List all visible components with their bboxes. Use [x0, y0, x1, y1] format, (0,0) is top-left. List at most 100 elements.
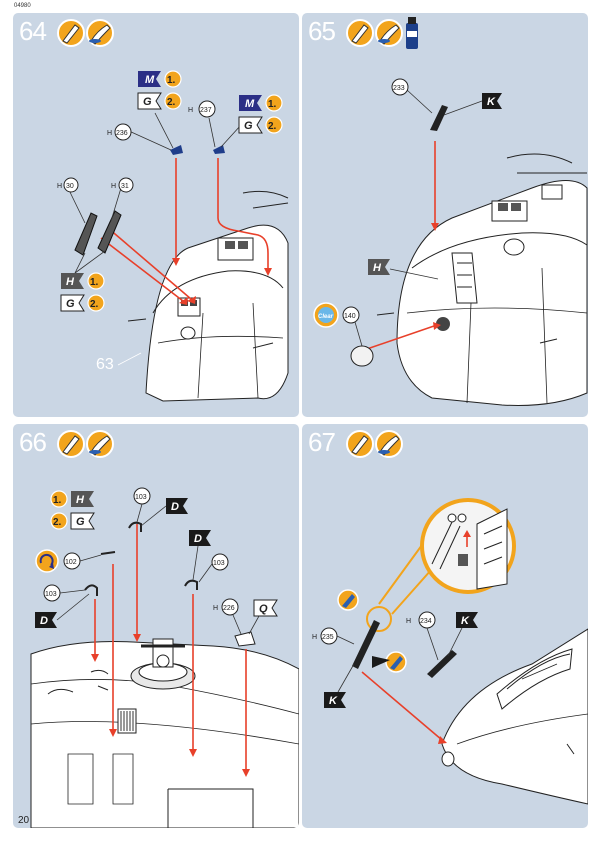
part-callout-234: H 234	[406, 611, 436, 629]
svg-text:103: 103	[213, 560, 225, 567]
color-tag-D-left: D	[35, 612, 57, 628]
assembly-arrows	[363, 141, 436, 351]
color-tag-Q: Q	[253, 599, 278, 617]
color-tag-D-top: D	[166, 498, 188, 514]
assembly-arrows	[361, 671, 443, 741]
part-callout-103-right: 103	[211, 553, 229, 571]
part-236-shape	[170, 145, 183, 155]
svg-text:H: H	[107, 130, 112, 137]
color-tag-H-1: 1. H	[50, 490, 94, 508]
arrow-heads	[172, 258, 272, 305]
step-66-panel: 66	[13, 424, 299, 828]
sequence-number: 1.	[167, 75, 176, 86]
color-tag-G-2: G 2.	[137, 92, 182, 110]
part-235-shape	[352, 620, 380, 669]
color-letter: G	[244, 120, 253, 132]
step-66-drawing: 1. H 2. G 102 103 D	[30, 430, 299, 828]
svg-text:H: H	[76, 494, 85, 506]
part-callout-140: 140	[342, 306, 360, 324]
svg-text:Clear: Clear	[318, 314, 334, 320]
arrow-heads	[91, 634, 250, 777]
nose-section-drawing	[441, 628, 588, 805]
paint-brush-icon	[86, 430, 114, 458]
svg-text:30: 30	[66, 183, 74, 190]
sequence-number: 1.	[268, 99, 277, 110]
svg-text:103: 103	[45, 591, 57, 598]
step-65-drawing: 233 K H Clear 140	[313, 17, 588, 406]
svg-text:G: G	[76, 516, 85, 528]
svg-text:Q: Q	[259, 603, 268, 615]
document-number: 04980	[14, 3, 31, 9]
svg-text:234: 234	[420, 618, 432, 625]
part-31-shape	[97, 210, 122, 254]
part-233-shape	[430, 105, 448, 131]
paint-brush-icon	[375, 19, 403, 47]
detail-marker-circle	[366, 606, 392, 632]
svg-text:K: K	[487, 96, 496, 108]
sequence-number: 1.	[90, 277, 99, 288]
rotate-arrow-icon	[35, 549, 59, 573]
svg-text:D: D	[194, 533, 202, 545]
step-65-panel: 65	[302, 13, 588, 417]
color-tag-D-right: D	[189, 530, 211, 546]
color-letter: G	[143, 96, 152, 108]
sub-assembly-ref: 63	[96, 356, 114, 373]
svg-text:K: K	[329, 695, 338, 707]
svg-text:H: H	[213, 605, 218, 612]
part-140-shape	[350, 345, 374, 367]
part-callout-103-left: 103	[43, 584, 61, 602]
svg-text:D: D	[40, 615, 48, 627]
part-226-shape	[234, 631, 256, 647]
sequence-number: 2.	[167, 97, 176, 108]
part-callout-226: H 226	[213, 598, 239, 616]
svg-text:H: H	[111, 183, 116, 190]
part-callout-102: 102	[63, 552, 81, 570]
step-number: 66	[19, 427, 47, 457]
part-237-shape	[213, 145, 225, 154]
step-number: 65	[308, 16, 336, 46]
glue-icon	[346, 19, 374, 47]
glue-icon	[346, 430, 374, 458]
sequence-number: 2.	[268, 121, 277, 132]
color-tag-G-2c: G 2.	[60, 294, 105, 312]
svg-text:1.: 1.	[53, 495, 62, 506]
clear-paint-badge: Clear	[313, 302, 339, 328]
part-102-shape	[100, 551, 116, 555]
step-64-panel: 64	[13, 13, 299, 417]
part-103-right-shape	[184, 579, 198, 590]
glue-point-icon-top	[337, 589, 359, 611]
nose-section-drawing	[127, 190, 289, 402]
part-callout-233: 233	[391, 78, 409, 96]
svg-text:31: 31	[121, 183, 129, 190]
step-64-drawing: M 1. G 2. M 1. G 2. H 1.	[57, 19, 289, 402]
svg-text:236: 236	[116, 130, 128, 137]
svg-text:H: H	[312, 634, 317, 641]
step-number: 67	[308, 427, 336, 457]
detail-magnifier	[378, 498, 516, 615]
glue-icon	[57, 430, 85, 458]
color-tag-H: H	[368, 259, 390, 275]
nose-section-drawing	[376, 153, 588, 406]
paint-brush-icon	[86, 19, 114, 47]
glue-bottle-icon	[406, 17, 418, 49]
svg-text:140: 140	[344, 313, 356, 320]
step-number: 64	[19, 16, 47, 46]
color-tag-G-2: 2. G	[50, 512, 95, 530]
svg-text:103: 103	[135, 494, 147, 501]
svg-text:102: 102	[65, 559, 77, 566]
color-tag-G-2b: G 2.	[238, 116, 283, 134]
part-callout-103-top: 103	[133, 487, 151, 505]
step-67-panel: 67	[302, 424, 588, 828]
sequence-number: 2.	[90, 299, 99, 310]
svg-text:D: D	[171, 501, 179, 513]
svg-text:226: 226	[223, 605, 235, 612]
paint-brush-icon	[375, 430, 403, 458]
part-234-shape	[427, 650, 457, 678]
color-letter: G	[66, 298, 75, 310]
color-letter: H	[66, 276, 75, 288]
svg-text:H: H	[188, 107, 193, 114]
svg-text:H: H	[406, 618, 411, 625]
assembly-arrows	[94, 524, 247, 769]
color-tag-M-1: M 1.	[138, 70, 182, 88]
svg-text:237: 237	[200, 107, 212, 114]
